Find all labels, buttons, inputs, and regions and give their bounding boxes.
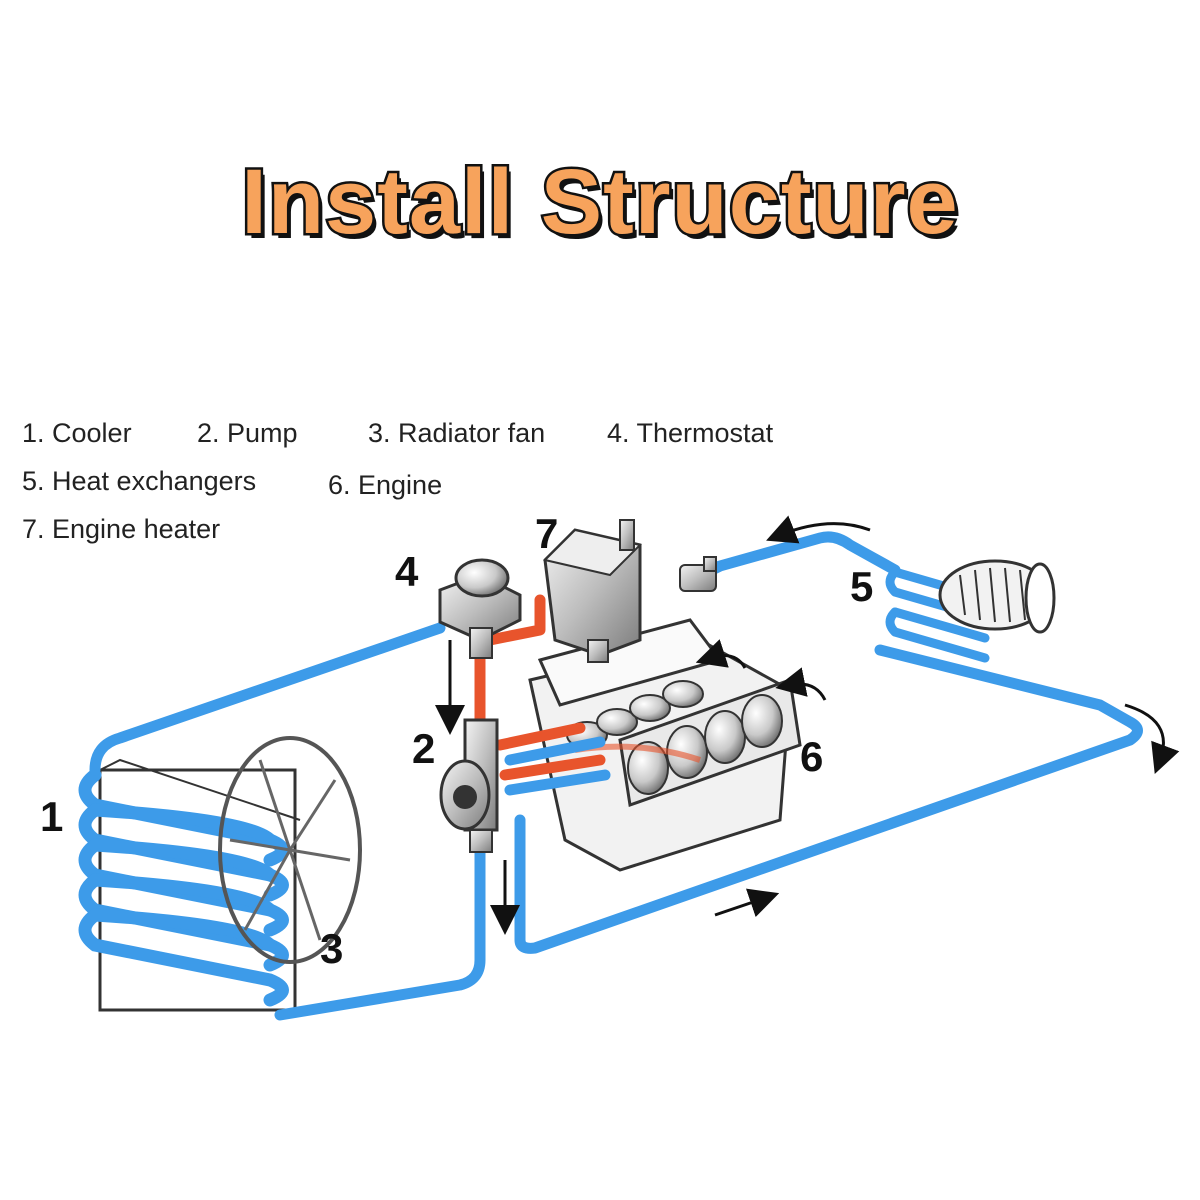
legend-heat-exchangers: 5. Heat exchangers (22, 466, 257, 496)
label-cooler-number: 1 (40, 793, 64, 840)
label-engine-number: 6 (800, 733, 824, 780)
legend-engine-heater: 7. Engine heater (22, 514, 221, 544)
cooler (78, 758, 301, 1012)
pump (439, 718, 499, 853)
blower-fan (938, 559, 1056, 634)
flow-arrow-curved (775, 667, 827, 701)
legend-pump: 2. Pump (197, 418, 298, 448)
label-fan-number: 3 (320, 925, 344, 972)
pipe-connector (679, 556, 717, 592)
heat-exchanger (885, 559, 1056, 663)
hot-coolant-pipes (474, 594, 606, 781)
flow-arrow-left (766, 515, 871, 544)
flow-arrow-right (714, 888, 780, 918)
coolant-return-pipes (89, 531, 1143, 1021)
radiator-fan (218, 736, 362, 964)
label-thermostat-number: 4 (395, 548, 419, 595)
legend-thermostat: 4. Thermostat (607, 418, 774, 448)
legend-engine: 6. Engine (328, 470, 443, 500)
flow-arrow-curved (1124, 703, 1180, 775)
engine-heater (543, 519, 642, 663)
label-engine-heater-number: 7 (535, 510, 559, 557)
flow-arrow-curved (695, 639, 747, 669)
engine (528, 618, 802, 872)
page-title: Install Structure (239, 149, 960, 256)
legend-radiator-fan: 3. Radiator fan (368, 418, 546, 448)
legend-cooler: 1. Cooler (22, 418, 132, 448)
thermostat (438, 558, 522, 659)
flow-arrows (435, 515, 1180, 935)
label-heat-exchanger-number: 5 (850, 563, 874, 610)
label-pump-number: 2 (412, 725, 436, 772)
